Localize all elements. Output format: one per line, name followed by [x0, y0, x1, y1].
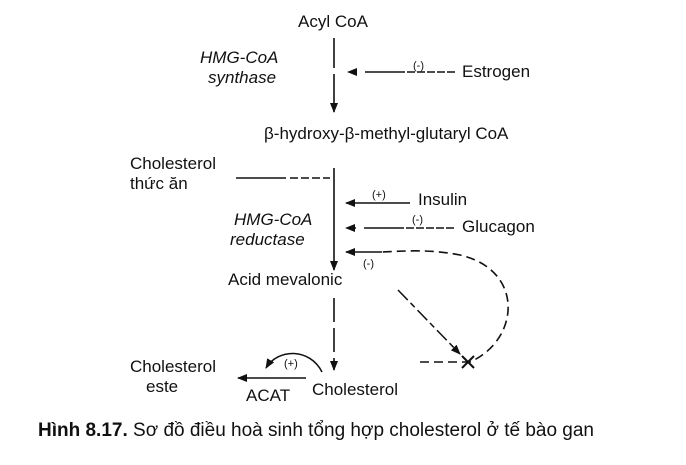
caption-text: Sơ đồ điều hoà sinh tổng hợp cholesterol… — [127, 420, 595, 441]
enzyme-synthase-line2: synthase — [208, 68, 277, 87]
regulator-glucagon: Glucagon — [462, 217, 535, 236]
figure-caption: Hình 8.17. Sơ đồ điều hoà sinh tổng hợp … — [38, 420, 594, 442]
arrow-to-cross — [397, 289, 461, 355]
sign-feedback: (-) — [363, 258, 374, 270]
sign-glucagon: (-) — [412, 214, 423, 226]
node-acid-mevalonic: Acid mevalonic — [228, 270, 343, 289]
feedback-loop — [381, 250, 509, 363]
caption-label: Hình 8.17. — [38, 420, 128, 441]
regulator-estrogen: Estrogen — [462, 62, 531, 81]
enzyme-reductase-line1: HMG-CoA — [234, 210, 313, 229]
node-cholesterol-ester-line1: Cholesterol — [130, 357, 216, 376]
node-cholesterol: Cholesterol — [312, 380, 398, 399]
acat-arc — [265, 352, 323, 373]
node-hmg-coa: β-hydroxy-β-methyl-glutaryl CoA — [264, 124, 509, 143]
sign-acat: (+) — [284, 358, 298, 370]
node-dietary-cholesterol-line1: Cholesterol — [130, 154, 216, 173]
cross-mark — [461, 355, 475, 369]
sign-insulin: (+) — [372, 189, 386, 201]
enzyme-reductase-line2: reductase — [230, 230, 305, 249]
node-cholesterol-ester-line2: este — [146, 377, 179, 396]
node-acyl-coa: Acyl CoA — [298, 12, 368, 31]
enzyme-acat: ACAT — [246, 386, 291, 405]
regulator-insulin: Insulin — [418, 190, 468, 209]
node-dietary-cholesterol-line2: thức ăn — [130, 174, 188, 193]
sign-estrogen: (-) — [413, 60, 424, 72]
enzyme-synthase-line1: HMG-CoA — [200, 48, 279, 67]
